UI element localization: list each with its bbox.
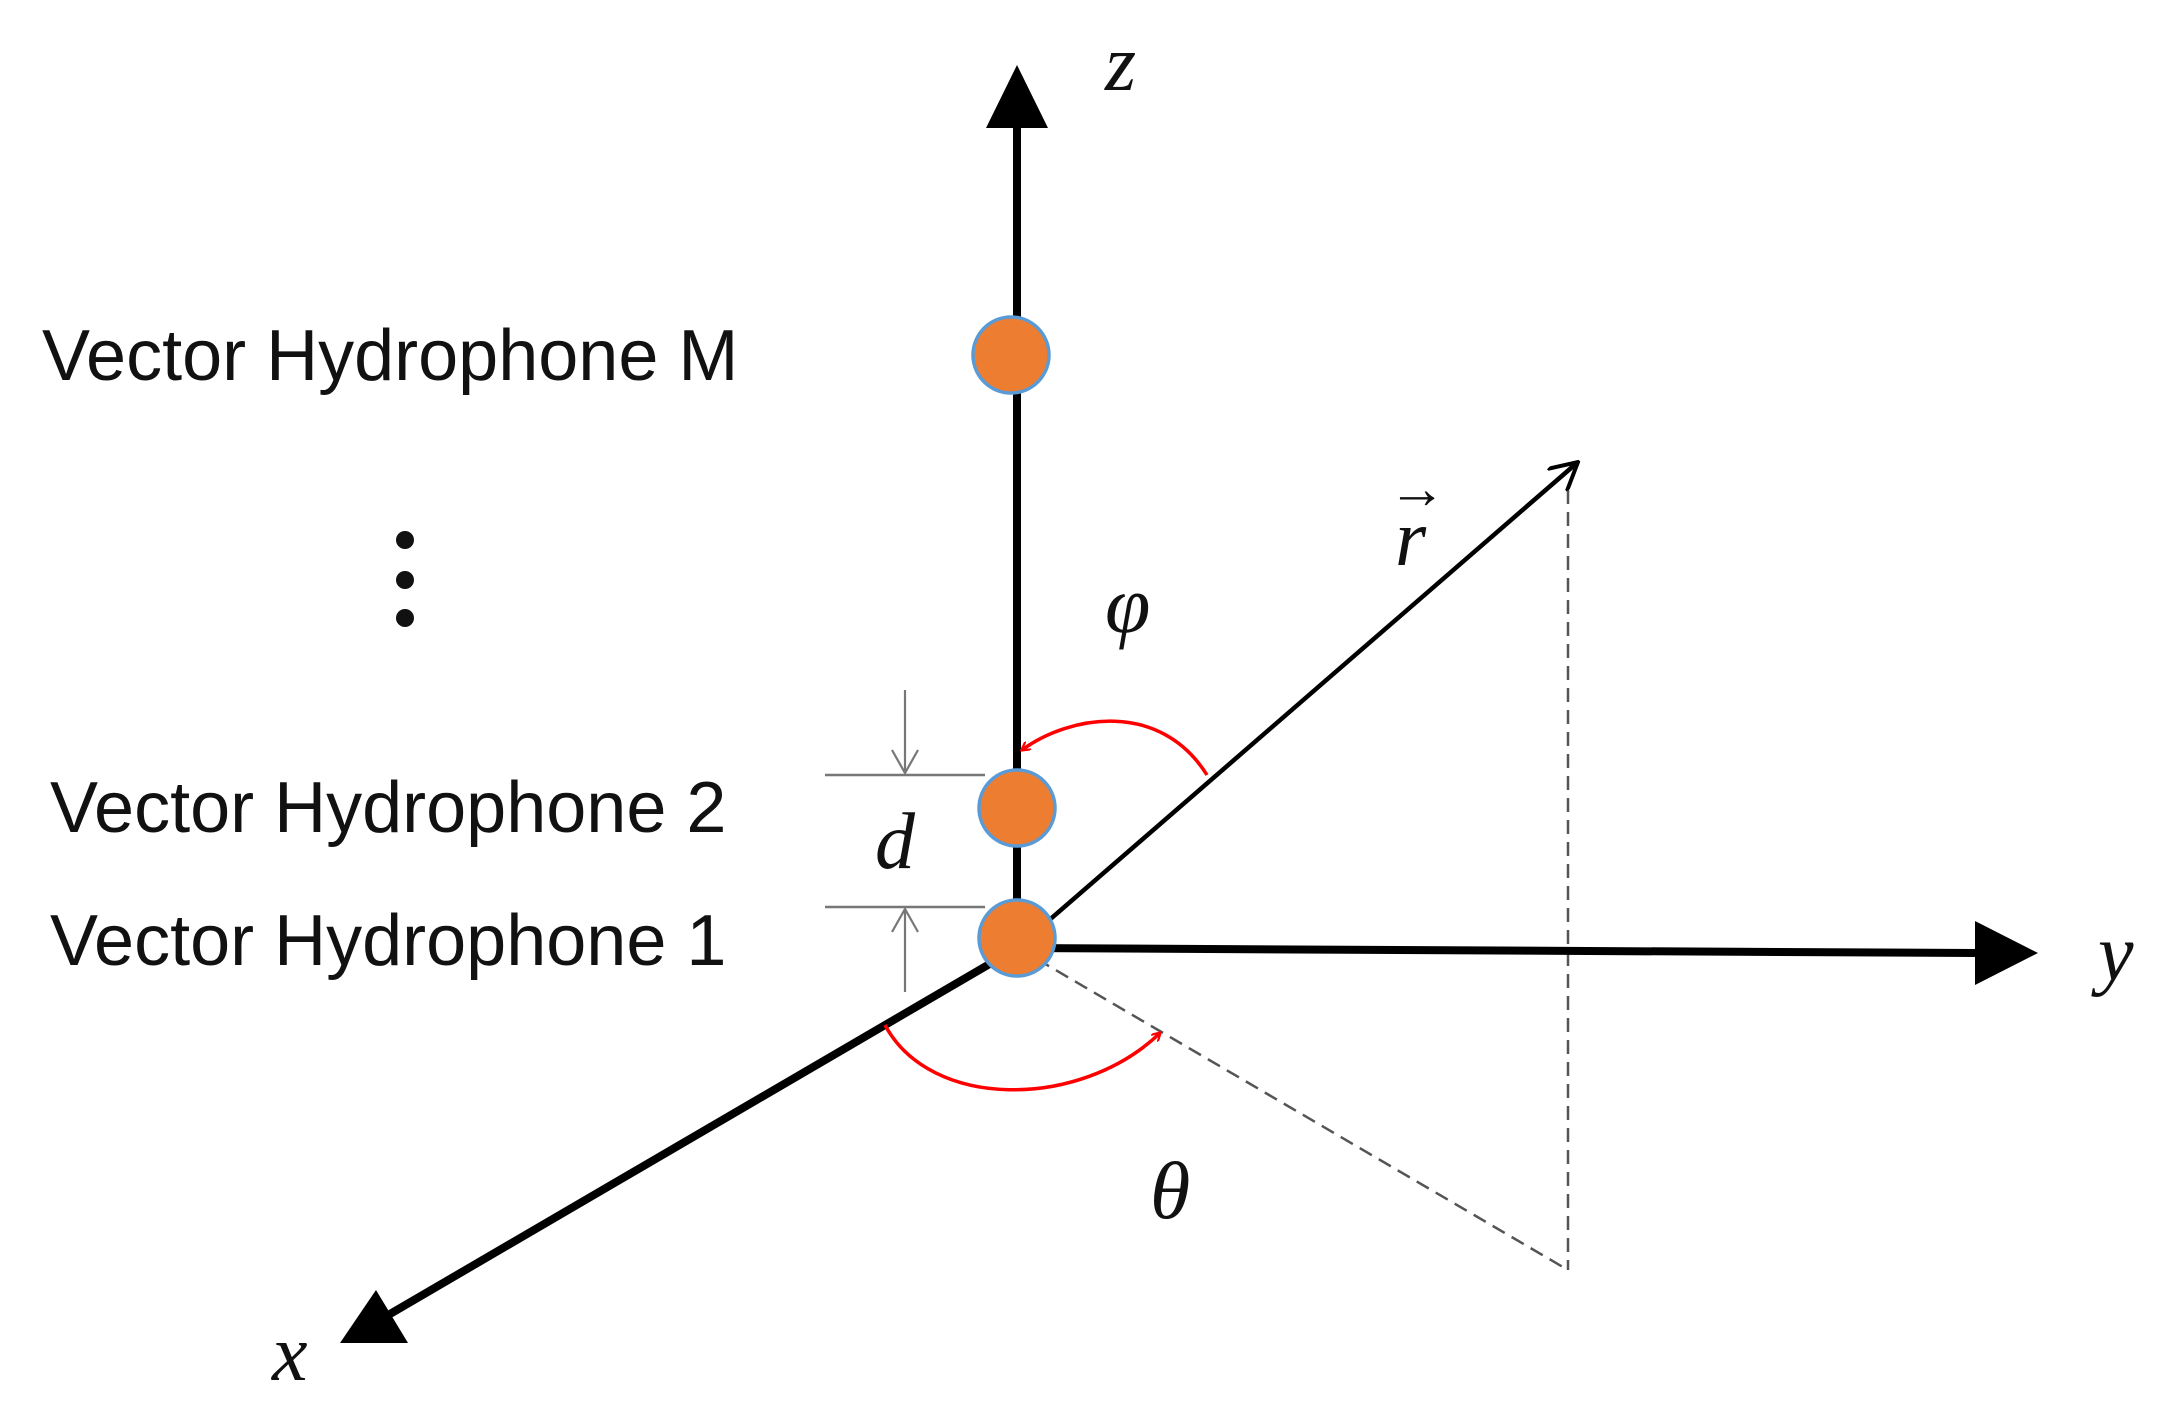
r-vector-arrow-icon: →: [1388, 456, 1446, 521]
hydrophone-node-1: [977, 898, 1057, 978]
x-axis: [387, 944, 1020, 1318]
theta-angle-arc: [883, 1024, 1160, 1092]
dimension-arrowhead-top: [891, 749, 919, 776]
z-axis-label: z: [1104, 20, 1136, 108]
phi-angle-label: φ: [1105, 559, 1150, 650]
r-vector: [1015, 462, 1578, 950]
x-axis-arrowhead: [340, 1290, 408, 1343]
y-axis: [1016, 944, 1976, 957]
hydrophone-1-label: Vector Hydrophone 1: [50, 901, 726, 981]
y-axis-label: y: [2091, 910, 2134, 998]
x-axis-label: x: [271, 1310, 308, 1398]
ellipsis-dot-1: [396, 531, 414, 549]
y-axis-arrowhead: [1975, 921, 2038, 985]
hydrophone-m-label: Vector Hydrophone M: [42, 316, 738, 396]
dimension-arrowhead-bottom: [891, 906, 919, 933]
phi-angle-arc: [1022, 719, 1209, 776]
r-vector-label: r: [1395, 495, 1427, 583]
ellipsis-dot-3: [396, 609, 414, 627]
ellipsis-dot-2: [396, 571, 414, 589]
theta-angle-label: θ: [1150, 1145, 1190, 1236]
z-axis-arrowhead: [986, 65, 1048, 128]
spacing-label: d: [875, 798, 916, 886]
hydrophone-node-m: [971, 315, 1051, 395]
hydrophone-node-2: [977, 768, 1057, 848]
hydrophone-2-label: Vector Hydrophone 2: [50, 768, 726, 848]
projection-line-ground: [1017, 946, 1569, 1272]
